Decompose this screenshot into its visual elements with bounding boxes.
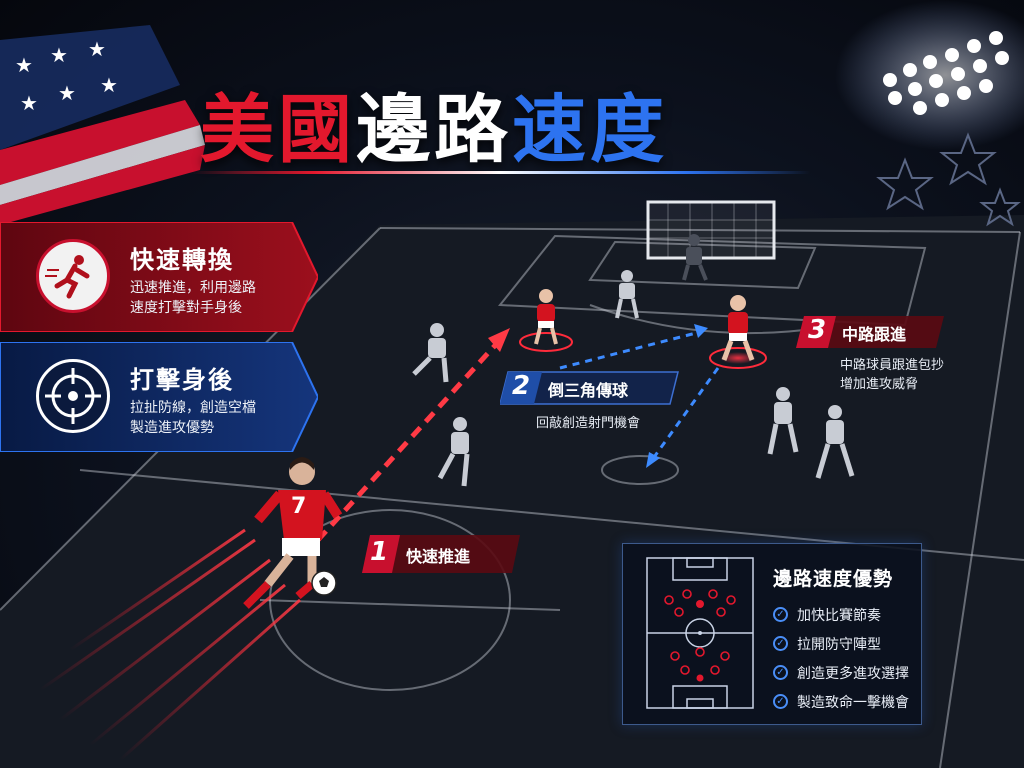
step-number: 2	[512, 371, 531, 401]
us-flag-graphic: ★ ★ ★ ★ ★ ★	[0, 25, 205, 225]
floodlight-glow	[835, 0, 1024, 150]
svg-text:★: ★	[20, 91, 38, 115]
sprinting-player-icon	[36, 239, 110, 313]
card-desc-line1: 迅速推進，利用邊路	[130, 280, 256, 296]
step-number: 3	[808, 315, 827, 345]
callout-background	[796, 316, 944, 348]
svg-text:★: ★	[58, 81, 76, 105]
pass-arrowhead	[646, 452, 660, 468]
jersey-number: 7	[291, 494, 307, 519]
step-label: 中路跟進	[842, 325, 907, 344]
card-title: 打擊身後	[130, 366, 234, 394]
list-item: ✓ 創造更多進攻選擇	[773, 658, 909, 687]
callout-background	[362, 535, 520, 573]
floodlight-bulbs	[883, 31, 1009, 115]
callout-step-3: 3 中路跟進 中路球員跟進包抄 增加進攻威脅	[796, 314, 986, 394]
advantage-text: 加快比賽節奏	[797, 607, 881, 624]
title-part-2: 邊路	[356, 87, 512, 173]
advantages-panel: 邊路速度優勢 ✓ 加快比賽節奏 ✓ 拉開防守陣型 ✓ 創造更多進攻選擇 ✓ 製造致命一擊…	[622, 543, 922, 725]
title-part-3: 速度	[512, 87, 668, 173]
player-ring	[709, 347, 767, 369]
callout-background	[500, 371, 679, 405]
player-ring	[519, 332, 573, 352]
step-description: 回敲創造射門機會	[536, 416, 641, 431]
check-circle-icon: ✓	[773, 665, 788, 680]
svg-text:★: ★	[50, 43, 68, 67]
card-strike-behind: 打擊身後 拉扯防線，創造空檔 製造進攻優勢	[0, 342, 318, 452]
decor-stars	[876, 132, 1021, 227]
advantage-text: 拉開防守陣型	[797, 636, 881, 653]
panel-title: 邊路速度優勢	[773, 568, 894, 590]
player-ring-glow	[720, 352, 756, 364]
check-circle-icon: ✓	[773, 694, 788, 709]
callout-step-1: 1 快速推進	[362, 533, 522, 575]
page-title: 美國邊路速度	[200, 70, 668, 177]
opponent-players	[412, 234, 855, 487]
check-circle-icon: ✓	[773, 636, 788, 651]
list-item: ✓ 加快比賽節奏	[773, 600, 909, 629]
step-number: 1	[370, 537, 389, 567]
player-number-7	[243, 457, 343, 609]
advantage-text: 製造致命一擊機會	[797, 694, 909, 711]
card-desc-line1: 拉扯防線，創造空檔	[130, 400, 256, 416]
advantage-text: 創造更多進攻選擇	[797, 665, 909, 682]
callout-step-2: 2 倒三角傳球 回敲創造射門機會	[500, 370, 680, 440]
svg-text:★: ★	[88, 37, 106, 61]
step-label: 快速推進	[406, 547, 471, 566]
step-label: 倒三角傳球	[548, 381, 629, 400]
run-arrow-red	[316, 328, 510, 542]
card-fast-transition: 快速轉換 迅速推進，利用邊路 速度打擊對手身後	[0, 222, 318, 332]
card-desc-line2: 製造進攻優勢	[130, 420, 214, 436]
card-title: 快速轉換	[130, 246, 234, 274]
list-item: ✓ 製造致命一擊機會	[773, 687, 909, 716]
pass-arrows-blue	[559, 330, 720, 461]
advantage-list: ✓ 加快比賽節奏 ✓ 拉開防守陣型 ✓ 創造更多進攻選擇 ✓ 製造致命一擊機會	[773, 600, 909, 716]
title-underline	[190, 171, 810, 174]
mini-pitch-diagram	[646, 557, 754, 709]
crosshair-target-icon	[36, 359, 110, 433]
goal-frame	[646, 200, 776, 260]
svg-text:★: ★	[100, 73, 118, 97]
svg-text:★: ★	[15, 53, 33, 77]
step-description-line1: 中路球員跟進包抄	[840, 358, 945, 373]
card-desc-line2: 速度打擊對手身後	[130, 300, 242, 316]
pass-arrowhead	[694, 324, 708, 338]
step-description-line2: 增加進攻威脅	[840, 377, 919, 392]
list-item: ✓ 拉開防守陣型	[773, 629, 909, 658]
speed-streaks	[39, 528, 301, 762]
check-circle-icon: ✓	[773, 607, 788, 622]
title-part-1: 美國	[200, 87, 356, 173]
teammate-players	[534, 289, 755, 361]
